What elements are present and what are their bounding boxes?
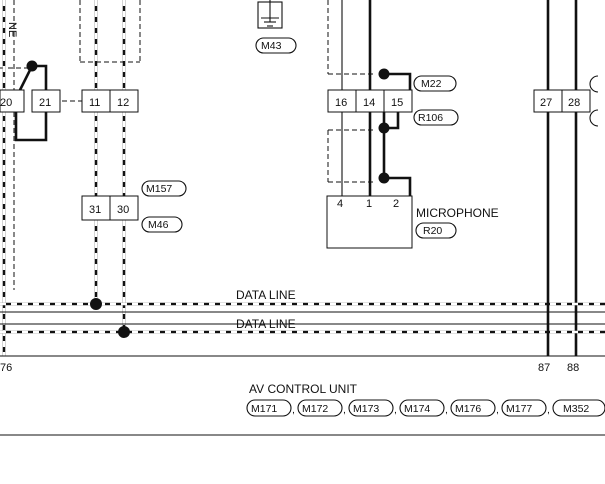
av-connector-oval-4 <box>450 399 496 417</box>
splice-point-mic <box>378 172 390 184</box>
pin-label-12: 12 <box>117 97 129 109</box>
connector-oval-r20 <box>415 222 457 239</box>
pin-label-1: 1 <box>366 198 372 210</box>
pin-label-31: 31 <box>89 204 101 216</box>
av-connector-sep-3: , <box>445 404 448 416</box>
pin-label-2: 2 <box>393 198 399 210</box>
connector-oval-m43 <box>255 37 297 54</box>
av-connector-oval-3 <box>399 399 445 417</box>
connector-oval-m46 <box>141 216 183 233</box>
connector-oval-r106 <box>413 109 459 126</box>
pin-box-30 <box>109 195 139 221</box>
pin-box-28 <box>561 89 591 113</box>
pin21-upper-wire <box>18 64 48 91</box>
data-line-2-label: DATA LINE <box>236 317 296 331</box>
av-connector-sep-4: , <box>496 404 499 416</box>
av-connector-label-1: M172 <box>302 403 328 415</box>
av-connector-label-0: M171 <box>251 403 277 415</box>
av-connector-list: M171 , M172 , M173 , M174 , M176 , M177 … <box>246 399 605 417</box>
pin-label-88: 88 <box>567 362 579 374</box>
pin-label-87: 87 <box>538 362 550 374</box>
ground-frame <box>257 1 283 29</box>
splice-data-line-1 <box>90 298 102 310</box>
connector-label-r106: R106 <box>418 112 443 124</box>
pin-label-21: 21 <box>39 97 51 109</box>
av-connector-label-5: M177 <box>506 403 532 415</box>
pin-box-21 <box>31 89 61 113</box>
pin-label-11: 11 <box>89 97 100 109</box>
av-connector-oval-6 <box>552 399 605 417</box>
av-connector-label-4: M176 <box>455 403 481 415</box>
microphone-box <box>326 195 413 249</box>
left-vertical-label: NE <box>6 22 18 37</box>
pin-label-30: 30 <box>117 204 129 216</box>
wire-pin2 <box>384 176 412 196</box>
microphone-label: MICROPHONE <box>416 206 499 220</box>
pin-label-20: 20 <box>0 97 12 109</box>
connector-label-m46: M46 <box>148 219 169 231</box>
pin-label-4: 4 <box>337 198 343 210</box>
pin-label-15: 15 <box>391 97 403 109</box>
pin20-pin21-loop-wire <box>14 112 48 142</box>
wire-pin15-upper <box>384 72 412 90</box>
splice-point-left <box>26 60 38 72</box>
splice-data-line-2 <box>118 326 130 338</box>
av-connector-sep-2: , <box>394 404 397 416</box>
connector-label-m22: M22 <box>421 78 442 90</box>
splice-point-m22 <box>378 68 390 80</box>
av-connector-label-6: M352 <box>563 403 589 415</box>
pin-box-31 <box>81 195 111 221</box>
splice-point-r106 <box>378 122 390 134</box>
pin-box-15 <box>383 89 413 113</box>
connector-oval-m22 <box>413 75 457 92</box>
av-connector-sep-5: , <box>547 404 550 416</box>
av-connector-sep-0: , <box>292 404 295 416</box>
av-connector-oval-1 <box>297 399 343 417</box>
av-connector-oval-5 <box>501 399 547 417</box>
av-connector-sep-1: , <box>343 404 346 416</box>
pin-box-12 <box>109 89 139 113</box>
av-control-unit-label: AV CONTROL UNIT <box>249 382 358 396</box>
av-connector-label-3: M174 <box>404 403 430 415</box>
connector-oval-m157 <box>141 180 187 197</box>
pin-label-14: 14 <box>363 97 375 109</box>
pin-box-20 <box>0 89 25 113</box>
pin-label-27: 27 <box>540 97 552 109</box>
connector-oval-right-lower-partial <box>589 109 599 127</box>
av-connector-oval-2 <box>348 399 394 417</box>
pin-label-76: 76 <box>0 362 12 374</box>
connector-oval-right-upper-partial <box>589 75 599 93</box>
connector-label-m43: M43 <box>261 40 282 52</box>
connector-label-r20: R20 <box>423 225 442 237</box>
pin-label-28: 28 <box>568 97 580 109</box>
pin-label-16: 16 <box>335 97 347 109</box>
connector-label-m157: M157 <box>146 183 172 195</box>
av-connector-oval-0 <box>246 399 292 417</box>
data-line-1-label: DATA LINE <box>236 288 296 302</box>
av-connector-label-2: M173 <box>353 403 379 415</box>
